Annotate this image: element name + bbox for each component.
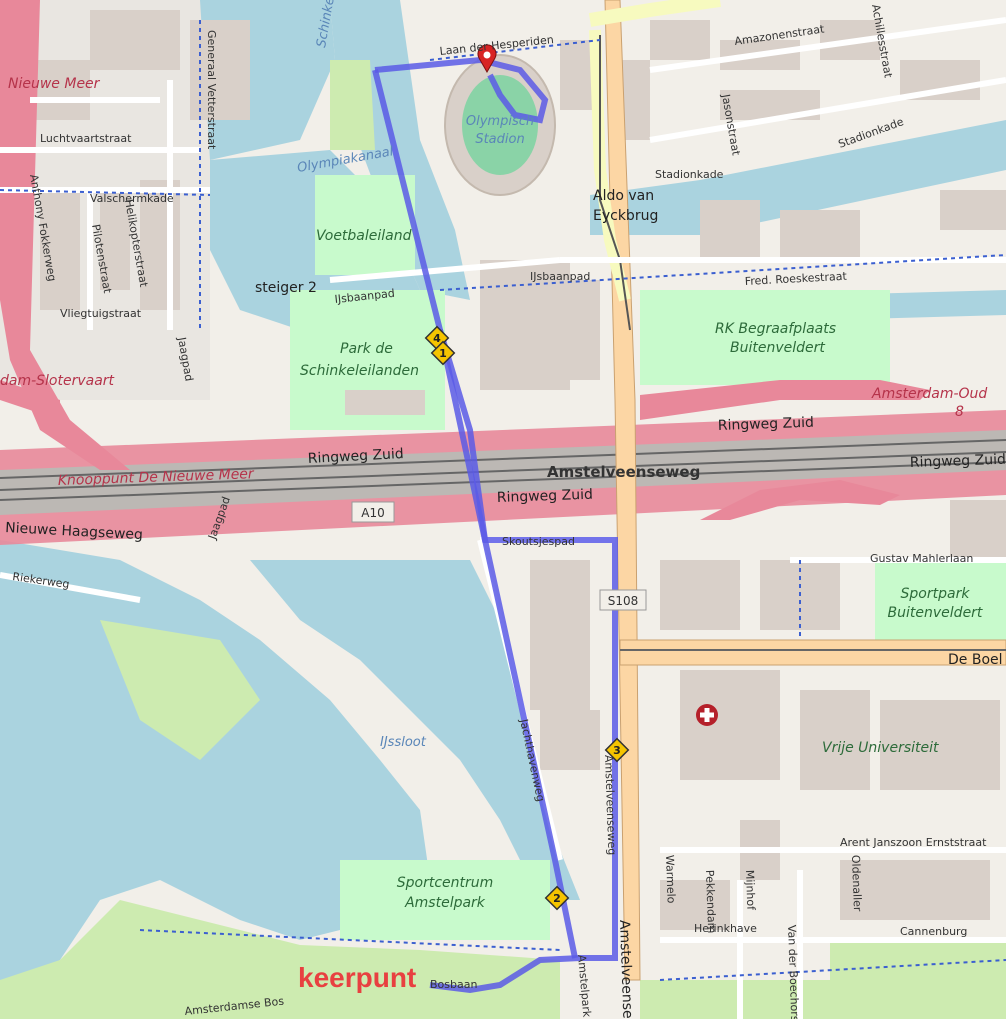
svg-text:1: 1 — [439, 347, 447, 360]
label-amsterdam-oud: Amsterdam-Oud — [871, 386, 987, 402]
voetbaleiland-park — [315, 175, 415, 275]
label-rk-begraafplaats: RK Begraafplaats — [715, 321, 836, 337]
label-sportpark: Sportpark — [901, 586, 971, 602]
label-nieuwe-meer: Nieuwe Meer — [8, 76, 101, 92]
label-ringweg-zuid-2: Ringweg Zuid — [307, 446, 404, 467]
label-dam-slotervaart: dam-Slotervaart — [0, 373, 115, 389]
stadium-field — [462, 75, 538, 175]
label-gustav-mahlerlaan: Gustav Mahlerlaan — [870, 552, 973, 565]
label-herinkhave: Herinkhave — [694, 922, 757, 935]
stadion-yellow-road — [589, 29, 631, 302]
label-vliegtuigstraat: Vliegtuigstraat — [60, 307, 142, 320]
label-park-de: Park de — [340, 341, 393, 357]
label-sportcentrum-amstelpark: Amstelpark — [404, 895, 486, 911]
label-voetbaleiland: Voetbaleiland — [316, 228, 412, 244]
label-knooppunt: Knooppunt De Nieuwe Meer — [58, 466, 256, 489]
label-ringweg-zuid-4: Ringweg Zuid — [497, 487, 594, 506]
tram-line-north — [599, 35, 631, 331]
marina-water — [250, 560, 580, 900]
label-luchtvaartstraat: Luchtvaartstraat — [40, 132, 132, 145]
svg-text:4: 4 — [433, 332, 441, 345]
label-arent-janszoon: Arent Janszoon Ernststraat — [840, 836, 987, 849]
label-valschermkade: Valschermkade — [90, 192, 174, 205]
label-cannenburg: Cannenburg — [900, 925, 967, 938]
route-marker-1[interactable]: 1 — [430, 340, 456, 366]
label-skoutsjespad: Skoutsjespad — [502, 535, 575, 548]
label-olympisch: Olympisch — [466, 114, 534, 129]
buildings — [30, 10, 1006, 930]
railway-lines — [0, 439, 1006, 501]
label-steiger-2: steiger 2 — [255, 280, 317, 296]
grass-schinkel — [330, 60, 375, 150]
sportcentrum-amstelpark — [340, 860, 550, 940]
label-aldo-van: Aldo van — [593, 188, 654, 204]
rk-begraafplaats — [640, 290, 890, 385]
a10-west-ramps — [0, 0, 130, 470]
label-amsterdam-oud-8: 8 — [955, 404, 964, 420]
label-ijssloot: IJssloot — [380, 735, 427, 750]
label-stadionkade-1: Stadionkade — [655, 168, 724, 181]
stadion-canal — [590, 120, 1006, 235]
hospital-icon — [696, 704, 718, 726]
ramp-east-north — [640, 380, 930, 420]
label-amstelpark-south: Amstelpark — [575, 954, 593, 1018]
laan-hesperiden-road — [588, 0, 721, 27]
grass-se2 — [830, 940, 1006, 1019]
nieuwe-meer-water — [0, 540, 430, 990]
sportpark-buitenveldert — [875, 560, 1006, 640]
label-mijnhof: Mijnhof — [743, 870, 757, 912]
label-amstelveenseweg-south: Amstelveenseweg — [616, 920, 636, 1019]
label-oldenaller: Oldenaller — [849, 855, 864, 912]
route-marker-3[interactable]: 3 — [604, 737, 630, 763]
label-amstelveenseweg-station: Amstelveenseweg — [547, 463, 700, 481]
label-van-der-boechorst: Van der Boechorst — [785, 925, 802, 1019]
label-buitenveldert-begraaf: Buitenveldert — [730, 340, 825, 356]
label-keerpunt: keerpunt — [298, 962, 416, 993]
ramp-east-south — [700, 480, 900, 520]
label-nieuwe-haagseweg: Nieuwe Haagseweg — [5, 520, 143, 543]
label-fred-roeskestraat: Fred. Roeskestraat — [744, 270, 847, 288]
label-ijsbaanpad-1: IJsbaanpad — [334, 287, 395, 306]
label-eyckbrug: Eyckbrug — [593, 208, 658, 224]
svg-text:3: 3 — [613, 744, 621, 757]
label-vrije-universiteit: Vrije Universiteit — [822, 740, 939, 756]
railway-corridor — [0, 430, 1006, 515]
admin-boundaries — [0, 20, 1006, 981]
label-bosbaan: Bosbaan — [430, 978, 477, 991]
svg-text:S108: S108 — [608, 594, 639, 608]
label-pekkendam: Pekkendam — [703, 870, 718, 934]
label-generaal-vetterstraat: Generaal Vetterstraat — [205, 30, 218, 150]
label-ijsbaanpad-2: IJsbaanpad — [530, 270, 590, 283]
label-amstelveenseweg-road: Amstelveenseweg — [602, 755, 618, 856]
label-schinkeleilanden: Schinkeleilanden — [300, 363, 419, 379]
a10-shield: A10 — [351, 501, 395, 523]
label-sportcentrum: Sportcentrum — [397, 875, 494, 891]
label-warmelo: Warmelo — [663, 855, 678, 904]
grass-west — [100, 620, 260, 760]
s108-shield: S108 — [599, 589, 647, 611]
route-marker-2[interactable]: 2 — [544, 885, 570, 911]
svg-text:A10: A10 — [361, 506, 384, 520]
de-boelelaan-primary — [619, 639, 1006, 666]
bos-grass — [0, 900, 560, 1019]
label-de-boelelaan: De Boel — [948, 652, 1003, 668]
svg-text:2: 2 — [553, 892, 561, 905]
destination-pin-icon[interactable] — [477, 44, 497, 74]
label-ringweg-zuid-1: Ringweg Zuid — [718, 415, 815, 434]
label-sportpark-buitenveldert: Buitenveldert — [888, 605, 983, 621]
label-stadion: Stadion — [475, 132, 524, 147]
ramp-west — [0, 380, 60, 420]
label-ringweg-zuid-3: Ringweg Zuid — [910, 452, 1006, 471]
